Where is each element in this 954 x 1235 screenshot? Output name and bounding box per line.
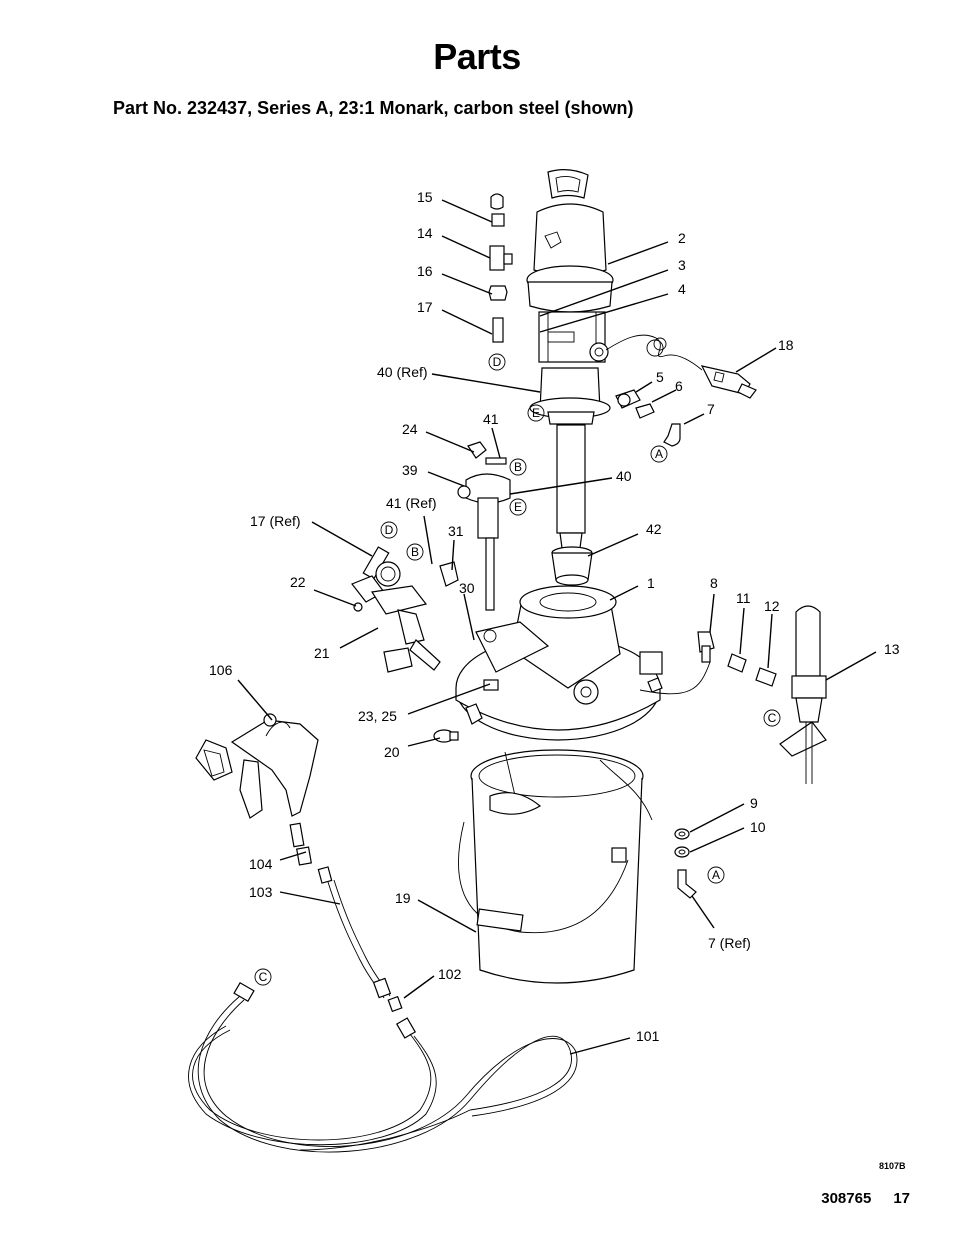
callout-101: 101 xyxy=(636,1028,660,1044)
callout-41-ref: 41 (Ref) xyxy=(386,495,437,511)
fittings-9-10 xyxy=(674,828,697,899)
ref-b-top: B xyxy=(514,460,522,474)
ref-a-lower: A xyxy=(712,868,720,882)
callout-7: 7 xyxy=(707,401,715,417)
callout-23-25: 23, 25 xyxy=(358,708,397,724)
callout-39: 39 xyxy=(402,462,418,478)
callout-102: 102 xyxy=(438,966,462,982)
callout-10: 10 xyxy=(750,819,766,835)
reference-markers: D E A B E D B C A C xyxy=(254,353,781,986)
callout-13: 13 xyxy=(884,641,900,657)
ref-d-top: D xyxy=(493,355,502,369)
callout-40: 40 xyxy=(616,468,632,484)
page-number: 17 xyxy=(893,1190,910,1207)
callout-22: 22 xyxy=(290,574,306,590)
air-fitting-stack xyxy=(488,193,513,343)
callout-2: 2 xyxy=(678,230,686,246)
callout-12: 12 xyxy=(764,598,780,614)
ref-d-lower: D xyxy=(385,523,394,537)
leader-lines xyxy=(237,199,877,1055)
ref-c-left: C xyxy=(259,970,268,984)
callout-42: 42 xyxy=(646,521,662,537)
callout-6: 6 xyxy=(675,378,683,394)
callout-9: 9 xyxy=(750,795,758,811)
hoses xyxy=(188,866,578,1153)
callout-40-ref: 40 (Ref) xyxy=(377,364,428,380)
callout-30: 30 xyxy=(459,580,475,596)
callout-16: 16 xyxy=(417,263,433,279)
regulator-13 xyxy=(779,605,827,784)
paint-bucket xyxy=(458,749,653,984)
callout-3: 3 xyxy=(678,257,686,273)
callout-41: 41 xyxy=(483,411,499,427)
ref-c-right: C xyxy=(768,711,777,725)
callout-24: 24 xyxy=(402,421,418,437)
callout-104: 104 xyxy=(249,856,273,872)
callout-21: 21 xyxy=(314,645,330,661)
callout-11: 11 xyxy=(736,590,751,606)
callout-15: 15 xyxy=(417,189,433,205)
callout-103: 103 xyxy=(249,884,273,900)
callout-17-ref: 17 (Ref) xyxy=(250,513,301,529)
air-regulator-assembly xyxy=(457,441,511,611)
callout-7-ref: 7 (Ref) xyxy=(708,935,751,951)
pump-bottom-cup xyxy=(551,546,593,586)
callout-106: 106 xyxy=(209,662,233,678)
callout-labels: 15 14 16 17 2 3 4 18 40 (Ref) 5 6 7 41 2… xyxy=(209,189,900,1044)
part-number-heading: Part No. 232437, Series A, 23:1 Monark, … xyxy=(113,98,634,118)
callout-5: 5 xyxy=(656,369,664,385)
callout-20: 20 xyxy=(384,744,400,760)
ground-clamp xyxy=(700,365,757,399)
figure-code: 8107B xyxy=(879,1161,906,1171)
callout-17: 17 xyxy=(417,299,433,315)
callout-14: 14 xyxy=(417,225,433,241)
ref-b-lower: B xyxy=(411,545,419,559)
gauge-regulator-stack xyxy=(351,546,459,673)
fittings-8-11-12 xyxy=(639,631,777,695)
callout-4: 4 xyxy=(678,281,686,297)
callout-31: 31 xyxy=(448,523,464,539)
callout-1: 1 xyxy=(647,575,655,591)
knob-20 xyxy=(433,729,459,743)
ref-a-top: A xyxy=(655,447,663,461)
page-footer: 308765 17 xyxy=(821,1190,910,1207)
spray-gun xyxy=(195,713,319,866)
doc-number: 308765 xyxy=(821,1190,872,1207)
callout-18: 18 xyxy=(778,337,794,353)
ref-e-lower: E xyxy=(514,500,522,514)
ref-e-top: E xyxy=(532,406,540,420)
pump-assembly xyxy=(526,169,703,549)
callout-19: 19 xyxy=(395,890,411,906)
callout-8: 8 xyxy=(710,575,718,591)
fittings-5-6-7 xyxy=(615,389,681,447)
pressure-tank-lid xyxy=(455,585,663,741)
page-title: Parts xyxy=(433,36,521,77)
